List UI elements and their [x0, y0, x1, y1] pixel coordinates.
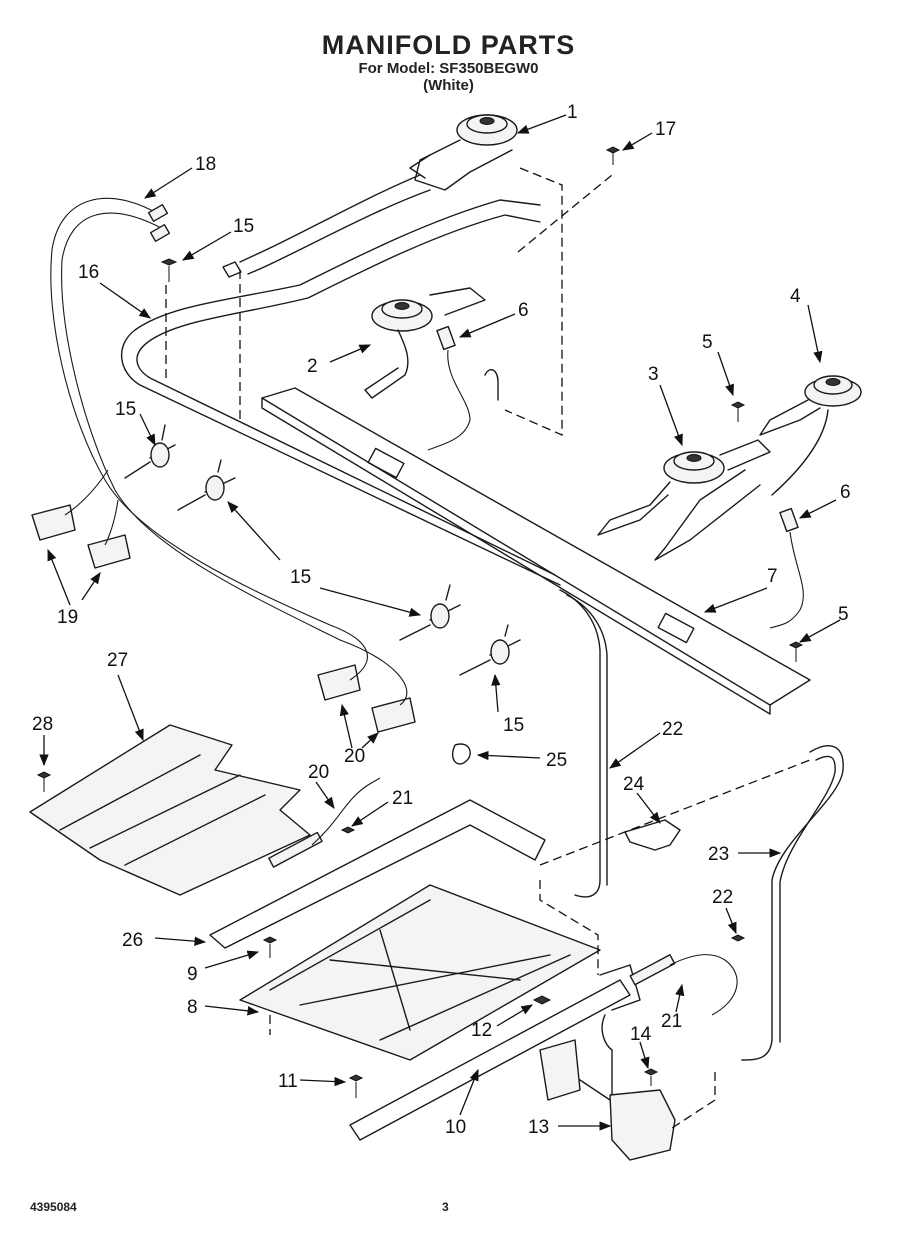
- callout-13: 13: [528, 1117, 549, 1138]
- callout-24: 23: [708, 844, 729, 865]
- callout-8: 8: [187, 997, 198, 1018]
- callout-25: 24: [623, 774, 645, 795]
- callout-14: 14: [630, 1024, 652, 1045]
- burner-bar: [261, 387, 811, 715]
- callout-6b: 6: [840, 482, 851, 503]
- callout-20a: 19: [57, 607, 78, 628]
- fasteners: [36, 146, 804, 1098]
- callout-12: 12: [471, 1020, 492, 1041]
- regulator-tube: [741, 745, 844, 1061]
- callout-18: 17: [655, 119, 676, 140]
- callout-21b: 21: [661, 1011, 682, 1032]
- model-line: For Model: SF350BEGW0: [358, 60, 539, 77]
- callout-5b: 5: [838, 604, 849, 625]
- heat-shield: [29, 724, 311, 896]
- callout-labels: 1 2 3 4 5 5 6 6 7 8 9 10 11 12 13 14 15 …: [32, 102, 851, 1138]
- callout-15a: 15: [115, 399, 136, 420]
- callout-21a: 20: [308, 762, 329, 783]
- doc-number: 4395084: [30, 1200, 77, 1214]
- callout-20b: 20: [344, 746, 365, 767]
- burner-4: [759, 375, 862, 496]
- callout-10: 10: [445, 1117, 466, 1138]
- page-number: 3: [442, 1200, 449, 1214]
- callout-1: 1: [567, 102, 578, 123]
- igniters: [427, 325, 804, 629]
- burner-2: [364, 287, 486, 399]
- page-header: MANIFOLD PARTS For Model: SF350BEGW0 (Wh…: [0, 30, 897, 94]
- callout-2: 2: [307, 356, 318, 377]
- parts-drawing: [29, 114, 862, 1161]
- callout-28: 27: [107, 650, 128, 671]
- callout-22b: 22: [712, 887, 733, 908]
- callout-15b: 15: [290, 567, 311, 588]
- callout-9: 9: [187, 964, 198, 985]
- callout-29: 28: [32, 714, 53, 735]
- callout-19: 18: [195, 154, 216, 175]
- leader-lines: [39, 114, 841, 1131]
- callout-22a: 21: [392, 788, 413, 809]
- callout-15c: 15: [503, 715, 524, 736]
- regulator-valve: [539, 1014, 676, 1161]
- color-line: (White): [423, 77, 474, 94]
- wire-harness: [50, 197, 408, 706]
- valves: [31, 424, 521, 733]
- burner-3: [597, 439, 771, 561]
- callout-23: 22: [662, 719, 683, 740]
- callout-11: 11: [278, 1071, 298, 1092]
- callout-6a: 6: [518, 300, 529, 321]
- callout-16: 15: [233, 216, 254, 237]
- callout-7: 7: [767, 566, 778, 587]
- callout-4: 4: [790, 286, 801, 307]
- callout-5a: 5: [702, 332, 713, 353]
- page-title: MANIFOLD PARTS: [321, 30, 576, 60]
- spark-igniters: [268, 777, 738, 1016]
- manifold-pipe: [120, 174, 561, 586]
- callout-27: 26: [122, 930, 143, 951]
- lower-assembly: [209, 799, 601, 1061]
- callout-26: 25: [546, 750, 567, 771]
- burner-1: [409, 114, 518, 191]
- reference-lines: [165, 167, 811, 1129]
- callout-3: 3: [648, 364, 659, 385]
- gas-tube-23: [484, 368, 608, 898]
- callout-17: 16: [78, 262, 99, 283]
